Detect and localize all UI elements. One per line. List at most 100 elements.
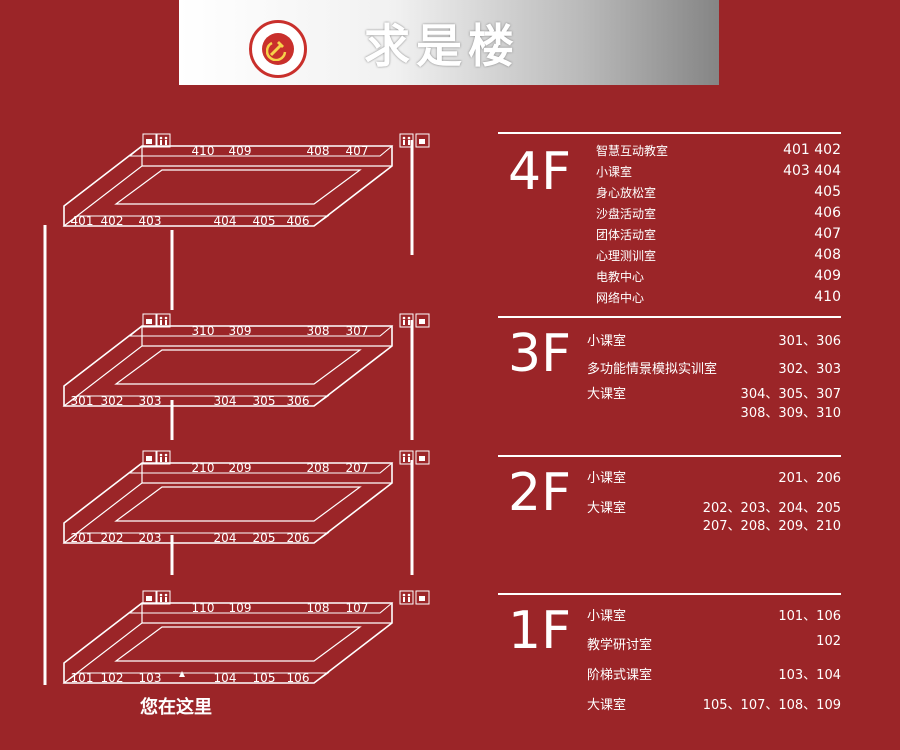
room-label: 103 xyxy=(139,671,162,685)
room-type-name: 阶梯式课室 xyxy=(587,668,653,683)
room-numbers: 405 xyxy=(814,184,841,200)
room-label: 406 xyxy=(287,214,310,228)
room-type-name: 团体活动室 xyxy=(596,228,657,242)
room-numbers: 102 xyxy=(816,634,841,649)
room-label: 410 xyxy=(192,144,215,158)
you-are-here-marker-icon xyxy=(179,671,185,677)
corridor-outline xyxy=(114,169,362,205)
room-label: 102 xyxy=(101,671,124,685)
room-numbers: 101、106 xyxy=(778,609,841,624)
back-room-band xyxy=(128,325,394,337)
back-room-band xyxy=(128,462,394,474)
restroom-icon xyxy=(156,450,171,465)
room-label: 306 xyxy=(287,394,310,408)
room-type-name: 大课室 xyxy=(587,698,627,713)
room-type-name: 智慧互动教室 xyxy=(596,144,669,158)
room-label: 201 xyxy=(71,531,94,545)
room-type-name: 教学研讨室 xyxy=(587,638,653,653)
room-label: 309 xyxy=(229,324,252,338)
restroom-icon xyxy=(156,590,171,605)
hammer-sickle-icon xyxy=(262,33,294,65)
room-type-name: 大课室 xyxy=(587,387,627,402)
room-numbers: 403 404 xyxy=(783,163,841,179)
cafe-icon xyxy=(142,450,157,465)
header-banner: 求是楼 xyxy=(179,0,719,85)
room-numbers: 105、107、108、109 xyxy=(702,698,841,713)
room-label: 404 xyxy=(214,214,237,228)
room-numbers: 308、309、310 xyxy=(740,406,841,421)
room-type-name: 网络中心 xyxy=(596,291,645,305)
room-type-name: 沙盘活动室 xyxy=(596,207,657,221)
room-numbers: 407 xyxy=(814,226,841,242)
room-label: 307 xyxy=(346,324,369,338)
directory-row: 大课室 202、203、204、205 xyxy=(498,497,841,517)
room-numbers: 401 402 xyxy=(783,142,841,158)
room-label: 109 xyxy=(229,601,252,615)
cafe-icon xyxy=(142,133,157,148)
divider-line xyxy=(498,316,841,318)
restroom-icon xyxy=(399,450,414,465)
room-numbers: 408 xyxy=(814,247,841,263)
floor-label-3f: 3F xyxy=(508,324,571,384)
cafe-icon xyxy=(415,133,430,148)
divider-line xyxy=(498,593,841,595)
room-type-name: 身心放松室 xyxy=(596,186,657,200)
directory-row: 身心放松室 405 xyxy=(498,184,841,204)
directory-row: 小课室 403 404 xyxy=(498,163,841,183)
room-label: 104 xyxy=(214,671,237,685)
room-label: 308 xyxy=(307,324,330,338)
room-numbers: 201、206 xyxy=(778,471,841,486)
room-label: 401 xyxy=(71,214,94,228)
room-label: 305 xyxy=(253,394,276,408)
party-emblem-logo xyxy=(249,20,307,78)
back-room-band xyxy=(128,145,394,157)
restroom-icon xyxy=(399,590,414,605)
room-label: 407 xyxy=(346,144,369,158)
floor-label-1f: 1F xyxy=(508,601,571,661)
room-label: 207 xyxy=(346,461,369,475)
room-label: 202 xyxy=(101,531,124,545)
room-numbers: 406 xyxy=(814,205,841,221)
room-label: 106 xyxy=(287,671,310,685)
room-type-name: 大课室 xyxy=(587,501,627,516)
cafe-icon xyxy=(415,313,430,328)
building-title: 求是楼 xyxy=(364,19,520,73)
corridor-outline xyxy=(114,486,362,522)
cafe-icon xyxy=(415,590,430,605)
restroom-icon xyxy=(399,133,414,148)
directory-row: 207、208、209、210 xyxy=(498,515,841,535)
room-label: 101 xyxy=(71,671,94,685)
room-label: 310 xyxy=(192,324,215,338)
room-label: 303 xyxy=(139,394,162,408)
directory-row: 308、309、310 xyxy=(498,402,841,422)
cafe-icon xyxy=(415,450,430,465)
directory-row: 教学研讨室 102 xyxy=(498,634,841,654)
divider-line xyxy=(498,455,841,457)
restroom-icon xyxy=(156,313,171,328)
corridor-outline xyxy=(114,626,362,662)
room-label: 304 xyxy=(214,394,237,408)
room-numbers: 202、203、204、205 xyxy=(702,501,841,516)
divider-line xyxy=(498,132,841,134)
front-room-band xyxy=(62,215,330,227)
room-type-name: 小课室 xyxy=(596,165,633,179)
directory-row: 大课室 105、107、108、109 xyxy=(498,694,841,714)
floor-label-2f: 2F xyxy=(508,463,571,523)
room-type-name: 小课室 xyxy=(587,334,627,349)
room-type-name: 小课室 xyxy=(587,471,627,486)
floor-label-4f: 4F xyxy=(508,142,571,202)
room-numbers: 103、104 xyxy=(778,668,841,683)
room-label: 204 xyxy=(214,531,237,545)
room-label: 402 xyxy=(101,214,124,228)
back-room-band xyxy=(128,602,394,614)
